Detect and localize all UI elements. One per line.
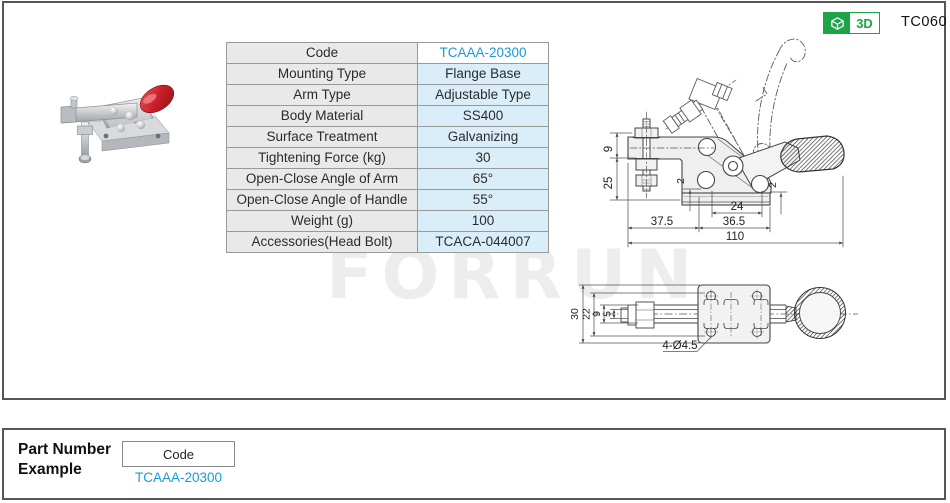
part-number-title-line2: Example [18, 461, 82, 478]
spec-code-link[interactable]: TCAAA-20300 [417, 42, 549, 64]
spec-value: 65° [417, 168, 549, 190]
base-plate [681, 192, 771, 206]
spec-row: Accessories(Head Bolt) TCACA-044007 [226, 231, 549, 253]
dim-label-9b: 9 [591, 311, 603, 317]
spec-label: Body Material [226, 105, 418, 127]
spec-value: 30 [417, 147, 549, 169]
dim-label-36-5: 36.5 [723, 216, 745, 228]
spec-label: Open-Close Angle of Arm [226, 168, 418, 190]
dim-label-110: 110 [726, 231, 744, 243]
spec-row: Mounting Type Flange Base [226, 63, 549, 85]
spec-label: Tightening Force (kg) [226, 147, 418, 169]
spec-label: Accessories(Head Bolt) [226, 231, 418, 253]
part-number-title-line1: Part Number [18, 441, 112, 458]
code-header-box: Code [122, 441, 235, 467]
spec-label: Weight (g) [226, 210, 418, 232]
spec-value: 55° [417, 189, 549, 211]
spec-row: Surface Treatment Galvanizing [226, 126, 549, 148]
drawing-top-view: 30 22 9 5 4-Ø4.5 [569, 284, 858, 352]
spec-row-code: Code TCAAA-20300 [226, 42, 549, 64]
spec-row: Tightening Force (kg) 30 [226, 147, 549, 169]
dim-label-24: 24 [731, 201, 744, 213]
spec-row: Weight (g) 100 [226, 210, 549, 232]
spec-label: Surface Treatment [226, 126, 418, 148]
dim-label-2-left: 2 [675, 178, 687, 184]
product-photo [60, 84, 175, 164]
photo-red-handle [139, 84, 175, 114]
main-frame [2, 1, 946, 400]
spec-value: Galvanizing [417, 126, 549, 148]
part-number-title: Part Number Example [18, 440, 111, 480]
spec-label: Arm Type [226, 84, 418, 106]
spec-label: Code [226, 42, 418, 64]
spec-row: Open-Close Angle of Arm 65° [226, 168, 549, 190]
spec-label: Open-Close Angle of Handle [226, 189, 418, 211]
dim-label-30: 30 [569, 308, 581, 320]
spec-value: Adjustable Type [417, 84, 549, 106]
drawing-side-view: 9 25 2 2 24 37.5 36.5 110 [603, 38, 845, 248]
photo-base-front [101, 132, 170, 152]
view-3d-button[interactable]: 3D [823, 12, 880, 34]
dim-label-37-5: 37.5 [651, 216, 673, 228]
spec-value: Flange Base [417, 63, 549, 85]
handle-grip [780, 135, 845, 173]
spec-row: Body Material SS400 [226, 105, 549, 127]
dim-label-25: 25 [603, 177, 615, 190]
spec-value: SS400 [417, 105, 549, 127]
dim-label-9: 9 [603, 146, 615, 152]
hole-spec-label: 4-Ø4.5 [662, 340, 697, 352]
dim-label-5: 5 [602, 311, 614, 317]
dim-label-2-right: 2 [767, 182, 779, 188]
page-code: TC060 [901, 14, 948, 30]
cube-3d-icon [824, 13, 850, 33]
spec-table: Code TCAAA-20300 Mounting Type Flange Ba… [226, 42, 549, 253]
dim-label-22: 22 [581, 308, 593, 320]
technical-drawings: 9 25 2 2 24 37.5 36.5 110 [569, 38, 858, 352]
badge-3d-label: 3D [856, 15, 873, 31]
part-number-code-link[interactable]: TCAAA-20300 [134, 470, 223, 485]
spec-row: Open-Close Angle of Handle 55° [226, 189, 549, 211]
spec-row: Arm Type Adjustable Type [226, 84, 549, 106]
spec-value: 100 [417, 210, 549, 232]
spec-value: TCACA-044007 [417, 231, 549, 253]
spec-label: Mounting Type [226, 63, 418, 85]
